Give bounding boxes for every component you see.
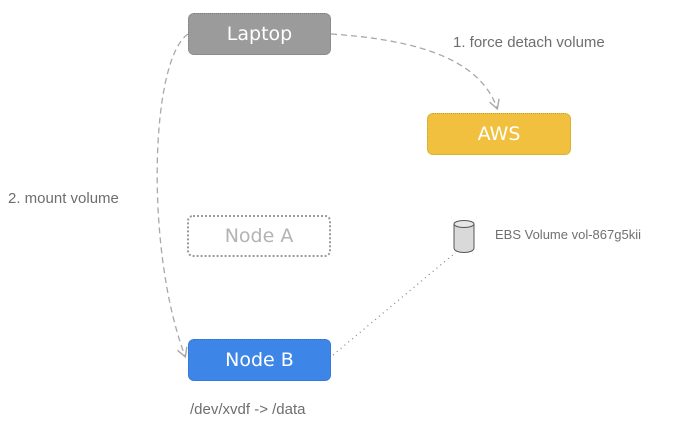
node-b[interactable]: Node B — [188, 339, 331, 381]
laptop-node-label: Laptop — [226, 23, 293, 45]
edge-volume-attachment — [332, 252, 456, 356]
laptop-node[interactable]: Laptop — [188, 13, 331, 55]
database-cylinder-icon — [453, 220, 475, 253]
node-a-label: Node A — [224, 225, 294, 247]
ebs-volume-label: EBS Volume vol-867g5kii — [495, 227, 641, 242]
aws-node[interactable]: AWS — [427, 113, 571, 155]
aws-node-label: AWS — [477, 123, 521, 145]
node-b-label: Node B — [225, 349, 294, 371]
edge-force-detach — [330, 33, 500, 111]
mount-volume-label: 2. mount volume — [8, 190, 119, 207]
node-a[interactable]: Node A — [187, 215, 331, 257]
edge-mount-volume — [156, 33, 189, 359]
force-detach-label: 1. force detach volume — [453, 34, 605, 51]
mount-path-label: /dev/xvdf -> /data — [190, 401, 306, 418]
